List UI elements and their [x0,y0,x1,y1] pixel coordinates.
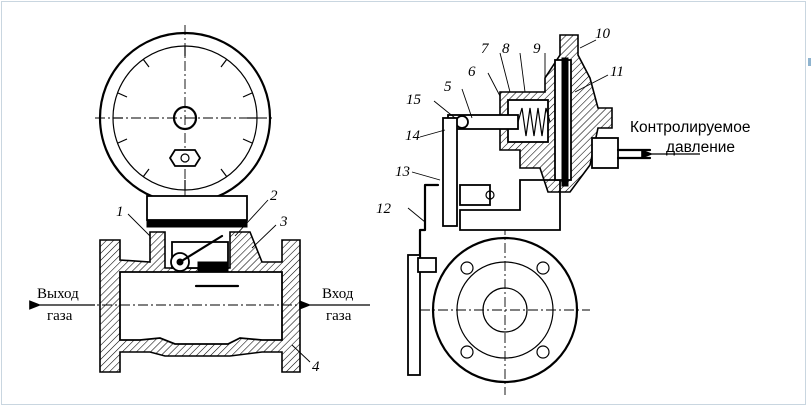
inlet-label-line1: Вход [322,286,354,302]
inlet-label-line2: газа [326,308,352,324]
label-part-11: 11 [610,64,624,80]
label-part-6: 6 [468,64,476,80]
lever-mechanism [407,117,495,376]
image-frame [1,1,806,405]
label-part-3: 3 [279,214,288,230]
controlled-pressure-line1: Контролируемое [630,119,750,136]
handle-12 [407,254,421,376]
label-part-12: 12 [376,201,392,217]
label-part-1: 1 [116,204,124,220]
controlled-pressure-line2: давление [666,139,735,156]
flange-view [420,225,590,395]
outlet-label-line1: Выход [37,286,79,302]
label-part-7: 7 [481,41,490,57]
label-part-9: 9 [533,41,541,57]
valve-housing-right [459,179,561,231]
actuator [447,34,700,193]
scrollbar-marker [808,58,811,66]
label-part-5: 5 [444,79,452,95]
connector [591,137,619,169]
left-view [29,25,370,373]
label-part-10: 10 [595,26,611,42]
label-part-14: 14 [405,128,421,144]
outlet-label-line2: газа [47,308,73,324]
label-part-13: 13 [395,164,410,180]
label-part-15: 15 [406,92,422,108]
label-part-4: 4 [312,359,320,375]
right-view [407,34,700,395]
dial-gauge [95,25,275,210]
diaphragm [146,219,248,228]
gauge-mount [146,195,248,221]
label-part-8: 8 [502,41,510,57]
valve-body-left [30,231,330,373]
label-part-2: 2 [270,188,278,204]
